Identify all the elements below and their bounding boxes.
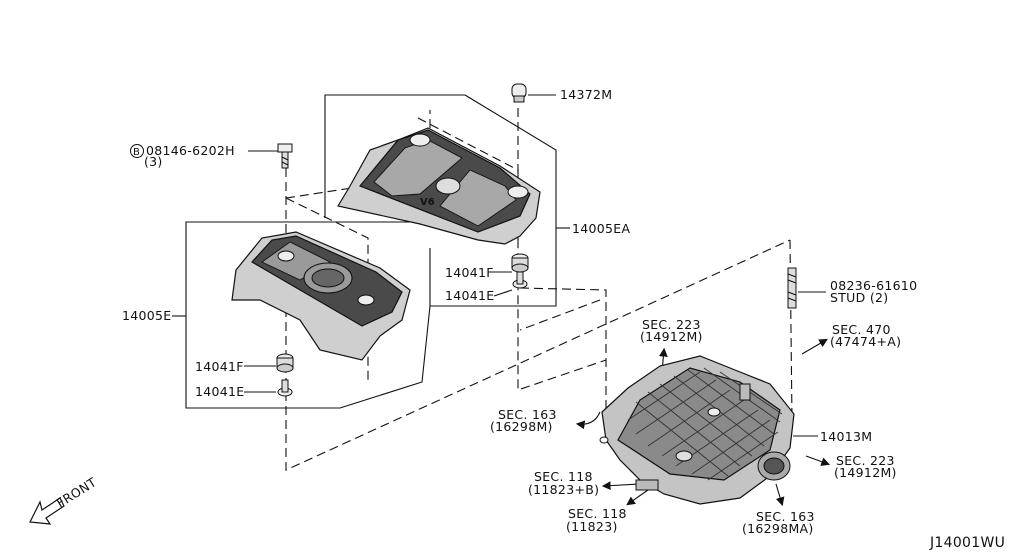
label-stud-qty: STUD (2) xyxy=(830,290,888,305)
reference-arrows xyxy=(575,338,831,507)
label-sec118-a: SEC. 118 xyxy=(534,469,593,484)
label-sec223-top-code: (14912M) xyxy=(640,329,703,344)
front-arrow: FRONT xyxy=(29,474,99,525)
cap-14372M xyxy=(511,83,527,103)
engine-cover-upper: V6 xyxy=(337,127,541,245)
cover-logo: V6 xyxy=(420,197,435,208)
label-sec163-left-code: (16298M) xyxy=(490,419,553,434)
leader-lines xyxy=(172,94,826,437)
label-sec118-b: SEC. 118 xyxy=(568,506,627,521)
label-sec118-b-code: (11823) xyxy=(566,519,618,534)
bolt-symbol-circle xyxy=(130,144,144,158)
manifold-runners xyxy=(627,367,783,481)
intake-manifold xyxy=(599,355,795,505)
label-bolt-qty: (3) xyxy=(144,154,163,169)
label-sec118-a-code: (11823+B) xyxy=(528,482,599,497)
label-sec470-code: (47474+A) xyxy=(830,334,901,349)
grommet-14041E-top xyxy=(512,271,528,289)
label-sec163-left: SEC. 163 xyxy=(498,407,557,422)
label-sec223-top: SEC. 223 xyxy=(642,317,701,332)
label-sec163-bottom-code: (16298MA) xyxy=(742,521,814,536)
grommet-14041E-bottom xyxy=(277,379,293,397)
label-14005EA: 14005EA xyxy=(572,221,630,236)
label-14041E-top: 14041E xyxy=(445,288,494,303)
label-sec163-bottom: SEC. 163 xyxy=(756,509,815,524)
bolt-symbol: B xyxy=(133,147,140,158)
engine-cover-lower xyxy=(231,231,411,361)
front-label: FRONT xyxy=(54,474,99,510)
label-sec223-right-code: (14912M) xyxy=(834,465,897,480)
label-14041F-bottom: 14041F xyxy=(195,359,244,374)
label-stud-code: 08236-61610 xyxy=(830,278,917,293)
label-14013M: 14013M xyxy=(820,429,872,444)
part-labels: 14372M B 08146-6202H (3) 14005EA 14005E … xyxy=(122,87,1005,551)
label-14041E-bottom: 14041E xyxy=(195,384,244,399)
label-14372M: 14372M xyxy=(560,87,612,102)
small-parts xyxy=(276,83,797,397)
label-sec223-right: SEC. 223 xyxy=(836,453,895,468)
stud-08236-61610 xyxy=(787,267,797,309)
grommet-14041F-bottom xyxy=(276,353,294,373)
bolt-08146-6202H xyxy=(277,143,293,169)
label-bolt-code: 08146-6202H xyxy=(146,143,235,158)
label-14005E: 14005E xyxy=(122,308,171,323)
grommet-14041F-top xyxy=(511,253,529,273)
label-14041F-top: 14041F xyxy=(445,265,494,280)
label-sec470: SEC. 470 xyxy=(832,322,891,337)
diagram-code: J14001WU xyxy=(929,535,1005,551)
